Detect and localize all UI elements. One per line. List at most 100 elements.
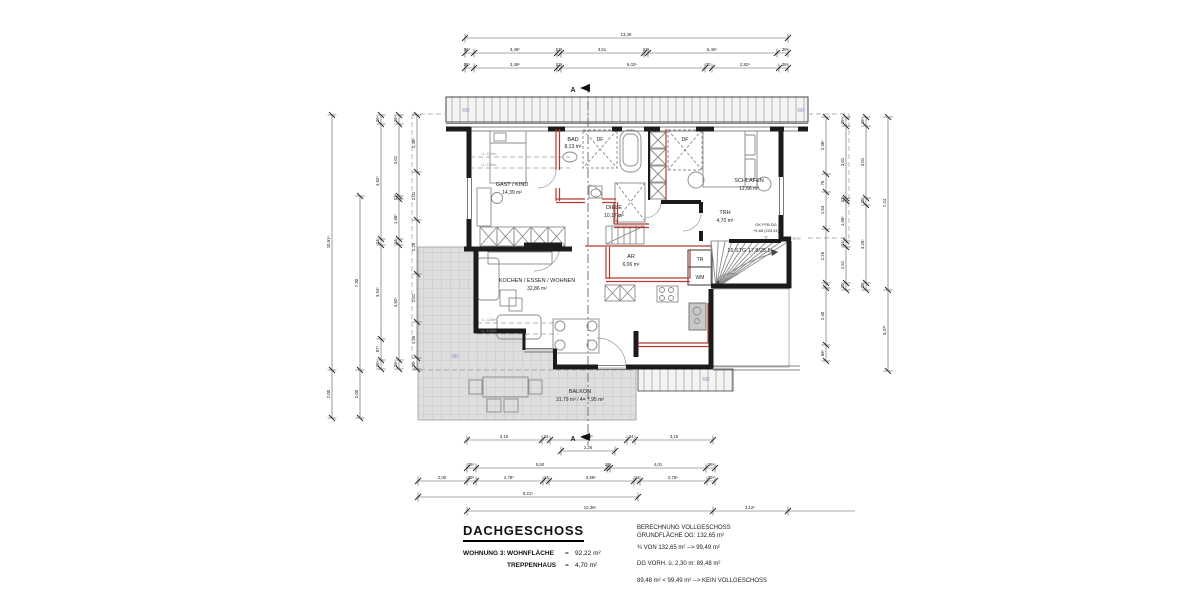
dim-label: 3,26⁵	[860, 239, 865, 249]
dim-label: 30	[840, 283, 845, 288]
height-note-4: i.L. 2,00m	[481, 329, 496, 333]
room-label-diele: DIELE	[606, 205, 622, 211]
room-label-gast-kind: GAST / KIND	[496, 182, 529, 188]
page-title: DACHGESCHOSS	[463, 523, 584, 542]
dim-label: 7,24	[882, 198, 887, 207]
title-block: DACHGESCHOSS WOHNUNG 3: WOHNFLÄCHE = 92,…	[463, 522, 621, 569]
calc-line-5: 89,48 m² < 99,49 m² --> KEIN VOLLGESCHOS…	[637, 578, 768, 584]
dim-label: 36⁵	[468, 462, 475, 467]
dim-label: 9,21⁵	[523, 491, 533, 496]
new-walls-red	[555, 129, 711, 348]
dim-label: 36⁵	[393, 116, 398, 123]
dim-label: 36⁵	[782, 47, 789, 52]
dim-label: 2,00	[354, 389, 359, 398]
room-label-schlafen: SCHLAFEN	[734, 178, 763, 184]
dim-label: 2,26	[820, 251, 825, 260]
walls	[446, 126, 808, 370]
dim-label: 36⁵	[464, 47, 471, 52]
level-note-2: +5,68 (223,51)	[753, 228, 780, 233]
dim-label: 10,36⁵	[584, 505, 597, 510]
dim-label: 36⁵	[468, 475, 475, 480]
dim-label: 30	[860, 283, 865, 288]
dim-label: 34	[629, 434, 634, 439]
dim-label: 10,61⁵	[326, 236, 331, 249]
dim-label: 36⁵	[860, 118, 865, 125]
dim-label: 2,40	[820, 311, 825, 320]
dim-label: 2,82⁵	[740, 62, 750, 67]
dim-label: 30	[860, 198, 865, 203]
room-label-ar: AR	[627, 254, 635, 260]
balcony-terrace	[417, 246, 637, 421]
dim-label: 7,30	[354, 278, 359, 287]
dim-label: 2,26	[584, 445, 593, 450]
room-label-balkon: BALKON	[569, 389, 591, 395]
first-label: FIRST	[791, 237, 802, 241]
dim-label: 3,51	[598, 47, 607, 52]
dim-label: 2,38⁵	[820, 140, 825, 150]
calc-line-2: GRUNDFLÄCHE OG: 132,65 m²	[637, 533, 725, 539]
dim-label: 3,01	[860, 157, 865, 166]
dim-label: 2,00	[326, 389, 331, 398]
dim-label: 12⁵	[605, 462, 612, 467]
dim-label: 4,82⁵	[375, 176, 380, 186]
dim-label: 36⁵	[393, 361, 398, 368]
rr-label-3: RR	[451, 354, 459, 360]
dim-label: 3,48⁵	[510, 47, 520, 52]
dim-label: 24	[840, 241, 845, 246]
dim-label: 3,58⁵	[586, 475, 596, 480]
stair-area-label: TREPPENHAUS	[507, 562, 557, 569]
dim-label: 36⁵	[411, 361, 416, 368]
room-label-bad: BAD	[567, 137, 578, 143]
dim-label: 3,15	[500, 434, 509, 439]
label-df-2: DF	[682, 137, 689, 143]
level-marker: ▽	[764, 235, 768, 240]
stair-label: 16 STG 17,8/25,5	[727, 248, 770, 254]
room-area-schlafen: 12,66 m²	[739, 186, 759, 192]
dim-label: 24	[375, 239, 380, 244]
dim-label: 2,78⁵	[668, 475, 678, 480]
stair-area-value: 4,70 m²	[575, 562, 598, 569]
label-df-1: DF	[597, 137, 604, 143]
dim-label: 36⁵	[375, 116, 380, 123]
height-note-1: i.L. 2,00m	[481, 152, 496, 156]
room-area-gast-kind: 14,39 m²	[502, 190, 522, 196]
dim-label: 36⁵	[464, 62, 471, 67]
dim-label: 3,37⁵	[882, 325, 887, 335]
height-note-3: i.L. 3,00m	[481, 318, 496, 322]
rr-label-1: RR	[462, 108, 470, 114]
label-tr: TR	[697, 257, 704, 263]
room-area-trh: 4,70 m²	[717, 218, 734, 224]
dim-label: 3,01	[840, 157, 845, 166]
rr-label-2: RR	[797, 108, 805, 114]
dim-label: 30	[706, 62, 711, 67]
section-label-bottom: A	[570, 436, 575, 443]
dim-label: 1,51	[840, 260, 845, 269]
apartment-label: WOHNUNG 3:	[463, 550, 506, 557]
room-label-wohnen: KOCHEN / ESSEN / WOHNEN	[499, 278, 575, 284]
roof-bands	[445, 96, 809, 392]
room-area-diele: 10,17 m²	[604, 213, 624, 219]
dim-label: 5,50	[536, 462, 545, 467]
dim-label: 6,02⁵	[627, 62, 637, 67]
dim-label: 1,68⁵	[840, 216, 845, 226]
equals-sign: =	[565, 550, 569, 557]
calc-line-1: BERECHNUNG VOLLGESCHOSS	[637, 525, 731, 531]
dim-label: 36⁵	[708, 475, 715, 480]
dim-label: 2,36⁵	[411, 138, 416, 148]
room-area-wohnen: 32,86 m²	[527, 286, 547, 292]
room-label-trh: TRH	[719, 210, 730, 216]
dim-label: 36⁵	[782, 62, 789, 67]
dim-label: 34	[544, 434, 549, 439]
dim-label: 36⁵	[708, 462, 715, 467]
room-area-ar: 6,06 m²	[623, 262, 640, 268]
dim-label: 3,38⁵	[583, 434, 593, 439]
dim-label: 36⁵	[375, 361, 380, 368]
dim-label: 2,00	[438, 475, 447, 480]
dim-label: 66⁵	[820, 350, 825, 357]
dim-label: 24	[635, 475, 640, 480]
dim-label: 5,46⁵	[707, 47, 717, 52]
section-label-top: A	[570, 87, 575, 94]
